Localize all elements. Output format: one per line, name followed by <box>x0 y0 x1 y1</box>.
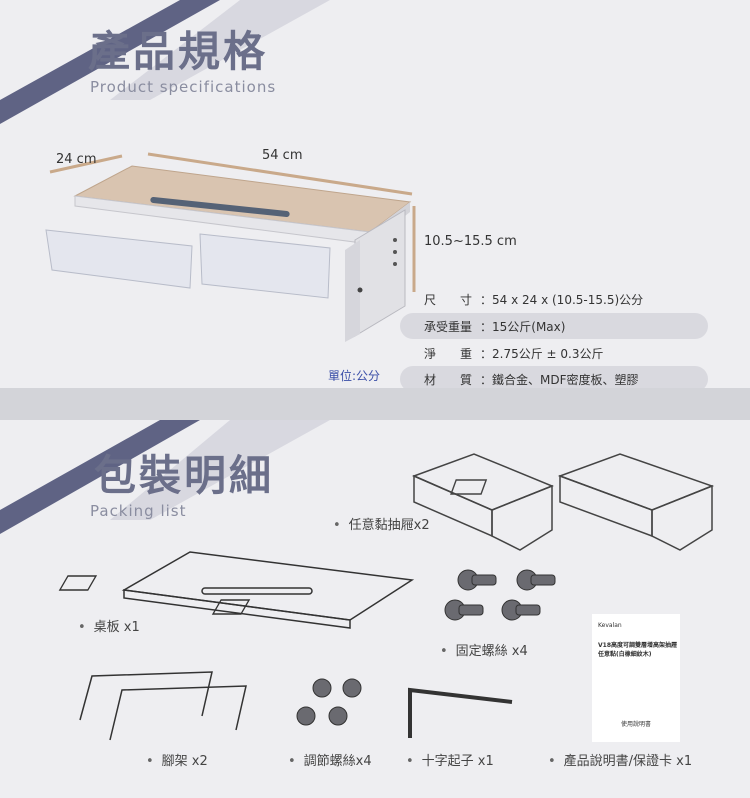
spec-row-material: 材 質 ：鐵合金、MDF密度板、塑膠 <box>400 366 708 392</box>
accent-stripe-light <box>110 0 330 100</box>
item-legs-label: •腳架 x2 <box>146 754 208 769</box>
spec-row-load: 承受重量 ：15公斤(Max) <box>400 313 708 339</box>
packing-title: 包裝明細 <box>94 451 275 500</box>
spec-key: 承受重量 <box>424 319 473 334</box>
spec-key: 淨 重 <box>424 346 473 361</box>
adjusting-screws-illustration <box>296 678 362 726</box>
manual-illustration: Kevalan V18高度可調雙層增高架抽屜任意黏(白橡細紋木) 使用說明書 <box>592 614 680 742</box>
manual-brand: Kevalan <box>598 622 622 629</box>
item-fixing-screws-label: •固定螺絲 x4 <box>440 644 528 659</box>
drawer-illustration-2 <box>557 453 715 551</box>
packing-illustrations <box>0 420 715 741</box>
spec-key: 尺 寸 <box>424 292 473 307</box>
dim-height-label: 10.5~15.5 cm <box>424 234 517 249</box>
page-subtitle: Product specifications <box>90 78 277 96</box>
accent-stripe-light <box>110 420 330 520</box>
manual-title: V18高度可調雙層增高架抽屜任意黏(白橡細紋木) <box>598 642 677 658</box>
spec-value: ：54 x 24 x (10.5-15.5)公分 <box>480 292 644 307</box>
fixing-screws-illustration <box>444 569 556 621</box>
spec-value: ：15公斤(Max) <box>480 319 566 334</box>
item-screwdriver-label: •十字起子 x1 <box>406 754 494 769</box>
dim-width-label: 24 cm <box>56 152 97 167</box>
spec-value: ：鐵合金、MDF密度板、塑膠 <box>480 372 639 387</box>
item-manual-label: •產品說明書/保證卡 x1 <box>548 754 693 769</box>
screwdriver-illustration <box>408 687 513 738</box>
dim-line-width <box>49 154 123 174</box>
spec-row-size: 尺 寸 ：54 x 24 x (10.5-15.5)公分 <box>400 286 708 312</box>
desk-stand-illustration <box>45 165 412 342</box>
item-drawer-label: •任意黏抽屜x2 <box>333 518 430 533</box>
dim-line-length <box>147 152 413 196</box>
spec-key: 材 質 <box>424 372 473 387</box>
item-adjusting-screws-label: •調節螺絲x4 <box>288 754 372 769</box>
spec-section: 產品規格 Product specifications 24 cm 54 cm … <box>0 0 750 392</box>
spec-decoration <box>0 0 416 342</box>
spec-value: ：2.75公斤 ± 0.3公斤 <box>480 346 604 361</box>
dim-length-label: 54 cm <box>262 148 303 163</box>
spec-row-weight: 淨 重 ：2.75公斤 ± 0.3公斤 <box>400 340 708 366</box>
unit-label: 單位:公分 <box>328 369 381 383</box>
page-title: 產品規格 <box>88 27 269 76</box>
legs-illustration <box>79 671 247 741</box>
item-desk-board-label: •桌板 x1 <box>78 620 140 635</box>
packing-subtitle: Packing list <box>90 502 187 520</box>
desk-board-illustration <box>58 551 415 629</box>
accent-stripe-dark <box>0 0 220 124</box>
manual-footer: 使用說明書 <box>620 721 651 728</box>
section-divider-band <box>0 388 750 420</box>
drawer-illustration-1 <box>411 453 554 551</box>
accent-stripe-dark <box>0 420 200 534</box>
